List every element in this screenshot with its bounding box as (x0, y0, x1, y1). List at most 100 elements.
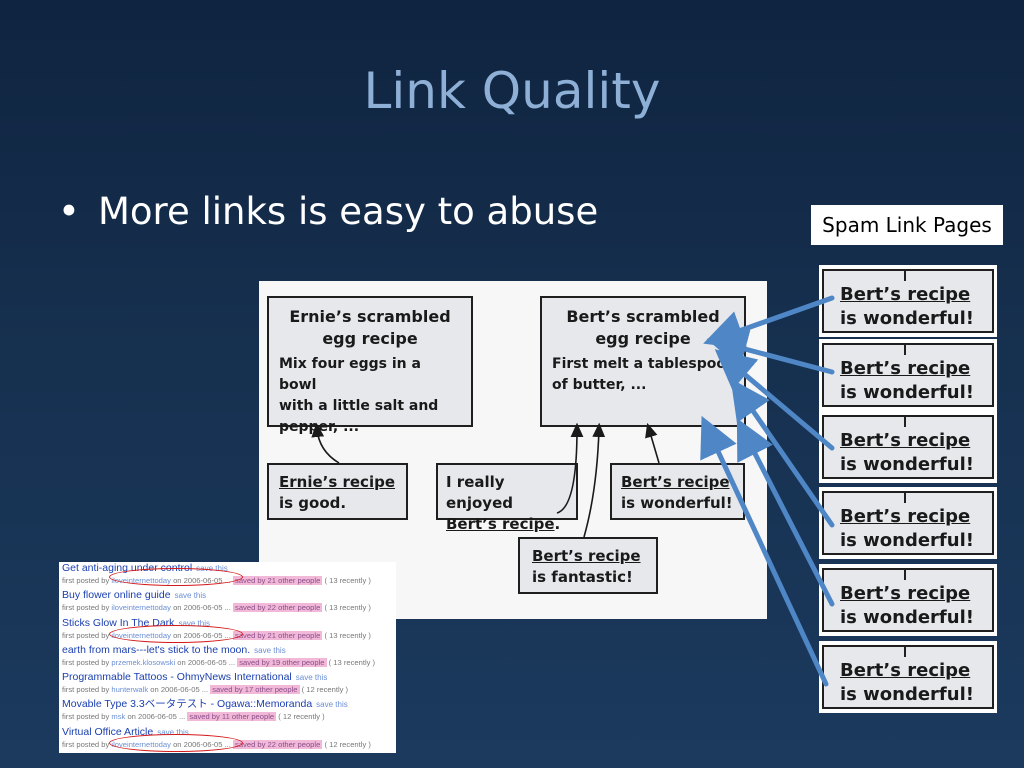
spam-link-text: Bert’s recipe (840, 358, 971, 379)
saved-count[interactable]: saved by 22 other people (233, 739, 323, 749)
saved-count[interactable]: saved by 17 other people (210, 685, 300, 695)
saved-count[interactable]: saved by 21 other people (233, 576, 323, 585)
spam-link-text: Bert’s recipe (840, 430, 971, 451)
posted-by: first posted by (62, 630, 110, 640)
spam-page-card: Bert’s recipe is wonderful! (819, 564, 997, 636)
wonderful-link: Bert’s recipe (621, 473, 730, 491)
user-link[interactable]: przemek.klosowski (111, 657, 176, 667)
ernie-good-box: Ernie’s recipe is good. (267, 463, 408, 520)
spam-page-card: Bert’s recipe is wonderful! (819, 411, 997, 483)
enjoyed-text: I really enjoyed (446, 473, 513, 512)
posted-by: first posted by (62, 576, 110, 585)
link-tick (904, 647, 906, 657)
fantastic-text: is fantastic! (532, 568, 633, 586)
link-tick (904, 417, 906, 427)
fantastic-link: Bert’s recipe (532, 547, 641, 565)
link-tick (904, 271, 906, 281)
posted-by: first posted by (62, 712, 110, 722)
spam-user-circle (109, 625, 243, 643)
bullet-text: More links is easy to abuse (98, 190, 599, 233)
ernie-recipe-box: Ernie’s scrambled egg recipe Mix four eg… (267, 296, 473, 435)
bert-body-1: First melt a tablespoon (552, 356, 736, 372)
bookmark-title[interactable]: Virtual Office Article (62, 725, 154, 738)
spam-text: is wonderful! (840, 308, 974, 329)
diagram-arrows (311, 422, 660, 538)
ernie-title-2: egg recipe (322, 329, 418, 348)
spam-text: is wonderful! (840, 382, 974, 403)
bert-body-2: of butter, ... (552, 377, 647, 393)
user-link[interactable]: hunterwalk (111, 685, 149, 695)
link-tick (904, 345, 906, 355)
save-link[interactable]: save this (178, 618, 211, 628)
list-item: Movable Type 3.3ベータテスト - Ogawa::Memorand… (59, 698, 396, 725)
enjoyed-arrow (556, 422, 584, 514)
saved-count[interactable]: saved by 19 other people (237, 657, 327, 667)
fantastic-arrow (583, 422, 606, 538)
bullet-icon: • (58, 190, 80, 233)
save-link[interactable]: save this (316, 700, 348, 710)
spam-link-text: Bert’s recipe (840, 284, 971, 305)
link-tick (904, 493, 906, 503)
spam-text: is wonderful! (840, 530, 974, 551)
recent-count: ( 12 recently ) (278, 712, 325, 722)
spam-text: is wonderful! (840, 684, 974, 705)
posted-by: first posted by (62, 739, 110, 749)
enjoyed-period: . (554, 515, 561, 533)
post-date: on 2006-06-05 ... (127, 712, 186, 722)
recent-count: ( 12 recently ) (301, 685, 349, 695)
saved-count[interactable]: saved by 21 other people (233, 630, 323, 640)
bookmark-title[interactable]: earth from mars---let's stick to the moo… (62, 643, 251, 656)
ernie-body-2: with a little salt and (279, 398, 439, 414)
bert-title-2: egg recipe (595, 329, 691, 348)
fantastic-box: Bert’s recipe is fantastic! (518, 537, 658, 594)
list-item: Programmable Tattoos - OhmyNews Internat… (59, 671, 396, 698)
enjoyed-box: I really enjoyed Bert’s recipe. (436, 463, 578, 533)
save-link[interactable]: save this (157, 727, 189, 737)
post-date: on 2006-06-05 ... (177, 657, 236, 667)
save-link[interactable]: save this (254, 645, 286, 655)
bert-title-1: Bert’s scrambled (566, 307, 720, 326)
spam-text: is wonderful! (840, 607, 974, 628)
spam-page-card: Bert’s recipe is wonderful! (819, 265, 997, 337)
recent-count: ( 13 recently ) (324, 576, 371, 585)
ernie-good-text: is good. (279, 494, 347, 512)
bookmark-title[interactable]: Buy flower online guide (62, 589, 171, 602)
spam-link-text: Bert’s recipe (840, 506, 971, 527)
user-link[interactable]: iloveinternettoday (111, 603, 171, 613)
posted-by: first posted by (62, 685, 110, 695)
ernie-good-arrow (311, 422, 340, 464)
spam-page-card: Bert’s recipe is wonderful! (819, 641, 997, 713)
user-link[interactable]: msk (111, 712, 126, 722)
spam-page-card: Bert’s recipe is wonderful! (819, 487, 997, 559)
recent-count: ( 13 recently ) (324, 603, 371, 613)
bookmark-title[interactable]: Programmable Tattoos - OhmyNews Internat… (62, 671, 292, 684)
ernie-body-1: Mix four eggs in a bowl (279, 356, 421, 393)
enjoyed-link: Bert’s recipe (446, 515, 555, 533)
spam-user-circle (109, 568, 243, 586)
posted-by: first posted by (62, 657, 110, 667)
saved-count[interactable]: saved by 11 other people (187, 712, 277, 722)
spam-page-card: Bert’s recipe is wonderful! (819, 339, 997, 411)
spam-link-pages-label: Spam Link Pages (811, 205, 1003, 245)
spam-text: is wonderful! (840, 454, 974, 475)
wonderful-text: is wonderful! (621, 494, 733, 512)
spam-user-circle (109, 734, 243, 752)
spam-link-text: Bert’s recipe (840, 660, 971, 681)
save-link[interactable]: save this (295, 673, 328, 683)
ernie-good-link: Ernie’s recipe (279, 473, 396, 491)
slide-title: Link Quality (363, 62, 661, 120)
save-link[interactable]: save this (174, 591, 207, 601)
post-date: on 2006-06-05 ... (173, 603, 231, 613)
list-item: earth from mars---let's stick to the moo… (59, 644, 396, 671)
wonderful-arrow (645, 422, 660, 464)
recent-count: ( 13 recently ) (324, 630, 371, 640)
bullet-point: • More links is easy to abuse (58, 190, 598, 233)
recent-count: ( 12 recently ) (324, 739, 371, 749)
bookmark-title[interactable]: Movable Type 3.3ベータテスト - Ogawa::Memorand… (62, 698, 313, 711)
ernie-title-1: Ernie’s scrambled (289, 307, 451, 326)
saved-count[interactable]: saved by 22 other people (233, 603, 323, 613)
spam-link-text: Bert’s recipe (840, 583, 971, 604)
link-tick (904, 570, 906, 580)
